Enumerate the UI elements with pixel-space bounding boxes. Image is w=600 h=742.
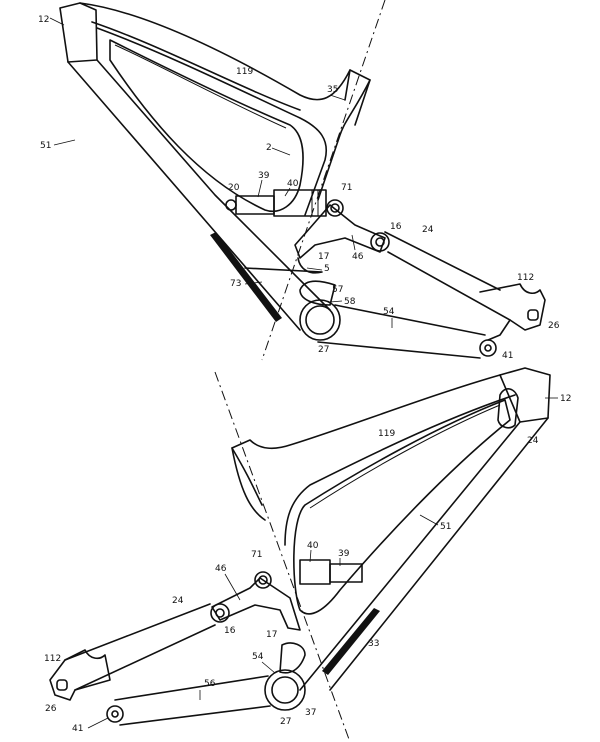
label-41: 41	[72, 724, 83, 734]
label-24-top: 24	[422, 225, 434, 235]
center-axis-line	[261, 0, 386, 361]
chain-guard	[279, 642, 306, 674]
label-39: 39	[338, 549, 350, 559]
label-51: 51	[440, 522, 451, 532]
label-71: 71	[341, 183, 352, 193]
label-27: 27	[318, 345, 329, 355]
chainstay	[317, 304, 486, 359]
label-12: 12	[560, 394, 571, 404]
label-112: 112	[517, 273, 534, 283]
chainstay	[114, 675, 271, 726]
label-39: 39	[258, 171, 270, 181]
seatstay	[384, 231, 511, 321]
label-17: 17	[266, 630, 277, 640]
label-56: 56	[204, 679, 216, 689]
label-17: 17	[318, 252, 329, 262]
rocker-link	[294, 204, 386, 259]
label-119: 119	[236, 67, 253, 77]
label-26: 26	[45, 704, 57, 714]
frame-opening	[293, 399, 511, 615]
top-tube	[79, 2, 371, 201]
frame-opening	[109, 39, 304, 212]
label-12: 12	[38, 15, 49, 25]
rocker-link	[211, 577, 301, 631]
center-axis-line	[214, 371, 351, 742]
bottom-bracket	[299, 299, 341, 341]
label-27: 27	[280, 717, 291, 727]
rear-shock	[225, 189, 327, 217]
label-51: 51	[40, 141, 51, 151]
label-40: 40	[287, 179, 299, 189]
dropout	[479, 283, 546, 341]
label-40: 40	[307, 541, 319, 551]
dropout	[49, 649, 111, 701]
head-tube	[499, 367, 551, 423]
top-tube	[231, 374, 501, 506]
down-tube	[67, 59, 331, 331]
label-24-bottom: 24	[172, 596, 184, 606]
label-26: 26	[548, 321, 560, 331]
head-tube	[59, 2, 98, 63]
bottom-bracket	[264, 669, 306, 711]
label-71: 71	[251, 550, 262, 560]
label-54: 54	[383, 307, 395, 317]
label-73: 73	[230, 279, 241, 289]
label-41: 41	[502, 351, 513, 361]
label-2: 2	[266, 143, 272, 153]
label-35: 35	[327, 85, 338, 95]
frame-bottom-figure: 12 119 24 51 40 39 71 46 24 16 17 54 33 …	[44, 367, 571, 742]
down-tube-protector	[322, 608, 380, 675]
label-37: 37	[305, 708, 316, 718]
link	[244, 257, 323, 274]
label-57: 57	[332, 285, 343, 295]
label-16: 16	[390, 222, 402, 232]
seat-tube	[344, 69, 371, 126]
label-58: 58	[344, 297, 356, 307]
label-46: 46	[352, 252, 364, 262]
label-54: 54	[252, 652, 264, 662]
label-24-port: 24	[527, 436, 539, 446]
label-5: 5	[324, 264, 330, 274]
label-33: 33	[368, 639, 379, 649]
label-16: 16	[224, 626, 236, 636]
label-46: 46	[215, 564, 227, 574]
label-119: 119	[378, 429, 395, 439]
down-tube	[299, 417, 549, 691]
cable-port	[497, 388, 519, 429]
label-112: 112	[44, 654, 61, 664]
frame-top-figure: 12 119 35 2 51 20 39 40 71 16 24 46 17 5…	[38, 0, 560, 361]
seat-tube	[231, 447, 266, 521]
rear-shock	[299, 559, 363, 585]
seatstay	[64, 603, 216, 691]
down-tube-protector	[210, 232, 282, 322]
chain-guard	[299, 280, 336, 306]
label-20: 20	[228, 183, 240, 193]
